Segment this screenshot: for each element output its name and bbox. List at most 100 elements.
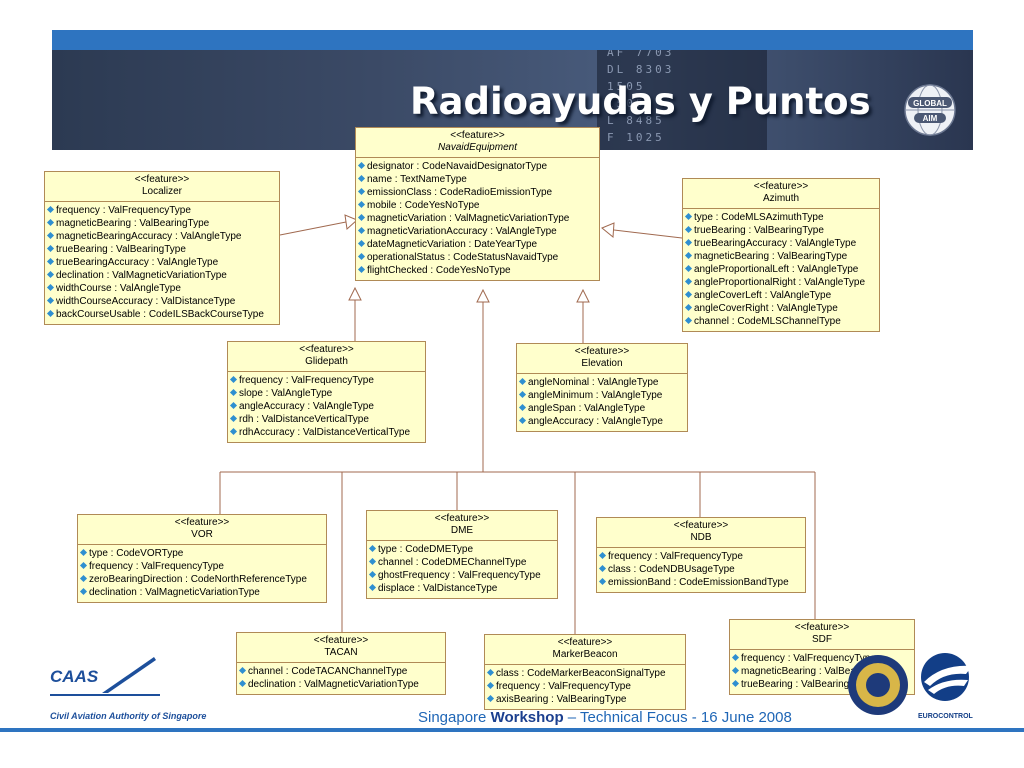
attribute-list: angleNominal : ValAngleType angleMinimum… bbox=[517, 374, 687, 431]
class-localizer: <<feature>>Localizer frequency : ValFreq… bbox=[44, 171, 280, 325]
class-header: <<feature>>DME bbox=[367, 511, 557, 541]
eurocontrol-logo-icon bbox=[921, 653, 972, 701]
attribute-text: angleProportionalRight : ValAngleType bbox=[694, 277, 866, 288]
attribute-item: frequency : ValFrequencyType bbox=[598, 550, 803, 563]
attribute-diamond-icon bbox=[684, 304, 693, 312]
attribute-list: type : CodeDMEType channel : CodeDMEChan… bbox=[367, 541, 557, 598]
attribute-diamond-icon bbox=[368, 545, 377, 553]
attribute-diamond-icon bbox=[684, 291, 693, 299]
attribute-text: operationalStatus : CodeStatusNavaidType bbox=[367, 252, 559, 263]
class-stereotype: <<feature>> bbox=[574, 346, 630, 357]
attribute-text: name : TextNameType bbox=[367, 174, 467, 185]
attribute-item: frequency : ValFrequencyType bbox=[79, 560, 324, 573]
attribute-item: dateMagneticVariation : DateYearType bbox=[357, 238, 597, 251]
attribute-item: channel : CodeDMEChannelType bbox=[368, 556, 555, 569]
attribute-text: angleSpan : ValAngleType bbox=[528, 403, 646, 414]
class-header: <<feature>>VOR bbox=[78, 515, 326, 545]
class-stereotype: <<feature>> bbox=[134, 174, 190, 185]
attribute-item: channel : CodeMLSChannelType bbox=[684, 315, 877, 328]
attribute-item: slope : ValAngleType bbox=[229, 387, 423, 400]
attribute-item: class : CodeMarkerBeaconSignalType bbox=[486, 667, 683, 680]
attribute-diamond-icon bbox=[486, 669, 495, 677]
attribute-item: frequency : ValFrequencyType bbox=[229, 374, 423, 387]
attribute-text: zeroBearingDirection : CodeNorthReferenc… bbox=[89, 574, 307, 585]
faa-seal-icon bbox=[848, 655, 908, 715]
attribute-text: trueBearingAccuracy : ValAngleType bbox=[56, 257, 219, 268]
attribute-diamond-icon bbox=[357, 201, 366, 209]
class-elevation: <<feature>>Elevation angleNominal : ValA… bbox=[516, 343, 688, 432]
class-header: <<feature>>TACAN bbox=[237, 633, 445, 663]
class-name: MarkerBeacon bbox=[552, 649, 618, 660]
class-tacan: <<feature>>TACAN channel : CodeTACANChan… bbox=[236, 632, 446, 695]
attribute-text: angleMinimum : ValAngleType bbox=[528, 390, 663, 401]
class-stereotype: <<feature>> bbox=[174, 517, 230, 528]
class-name: Localizer bbox=[141, 186, 183, 197]
attribute-item: widthCourseAccuracy : ValDistanceType bbox=[46, 295, 277, 308]
attribute-item: declination : ValMagneticVariationType bbox=[79, 586, 324, 599]
attribute-text: angleNominal : ValAngleType bbox=[528, 377, 659, 388]
class-header: <<feature>>Localizer bbox=[45, 172, 279, 202]
class-header: <<feature>>Glidepath bbox=[228, 342, 425, 372]
attribute-item: operationalStatus : CodeStatusNavaidType bbox=[357, 251, 597, 264]
attribute-diamond-icon bbox=[518, 391, 527, 399]
attribute-item: magneticVariation : ValMagneticVariation… bbox=[357, 212, 597, 225]
attribute-item: flightChecked : CodeYesNoType bbox=[357, 264, 597, 277]
inheritance-arrow-icon bbox=[348, 286, 362, 301]
attribute-diamond-icon bbox=[598, 552, 607, 560]
class-header: <<feature>>Azimuth bbox=[683, 179, 879, 209]
page-title: Radioayudas y Puntos bbox=[410, 80, 871, 123]
attribute-text: frequency : ValFrequencyType bbox=[741, 653, 876, 664]
attribute-diamond-icon bbox=[518, 404, 527, 412]
attribute-list: type : CodeMLSAzimuthType trueBearing : … bbox=[683, 209, 879, 331]
attribute-diamond-icon bbox=[368, 571, 377, 579]
attribute-text: widthCourse : ValAngleType bbox=[56, 283, 181, 294]
attribute-diamond-icon bbox=[229, 402, 238, 410]
attribute-list: frequency : ValFrequencyType class : Cod… bbox=[597, 548, 805, 592]
class-stereotype: <<feature>> bbox=[299, 344, 354, 355]
attribute-diamond-icon bbox=[46, 284, 55, 292]
attribute-item: name : TextNameType bbox=[357, 173, 597, 186]
attribute-text: magneticVariationAccuracy : ValAngleType bbox=[367, 226, 557, 237]
class-stereotype: <<feature>> bbox=[753, 181, 809, 192]
attribute-text: angleAccuracy : ValAngleType bbox=[239, 401, 374, 412]
attribute-item: declination : ValMagneticVariationType bbox=[46, 269, 277, 282]
footer-bottom-line bbox=[0, 728, 1024, 732]
class-name: NavaidEquipment bbox=[438, 142, 517, 153]
departure-board-line: DL 8303 bbox=[607, 63, 675, 76]
class-stereotype: <<feature>> bbox=[313, 635, 369, 646]
class-name: Elevation bbox=[581, 358, 623, 369]
class-name: Glidepath bbox=[305, 356, 348, 367]
attribute-text: angleAccuracy : ValAngleType bbox=[528, 416, 663, 427]
attribute-item: angleMinimum : ValAngleType bbox=[518, 389, 685, 402]
departure-board-line: 1505 bbox=[607, 97, 646, 110]
attribute-item: rdh : ValDistanceVerticalType bbox=[229, 413, 423, 426]
attribute-text: type : CodeVORType bbox=[89, 548, 184, 559]
attribute-item: trueBearing : ValBearingType bbox=[731, 678, 912, 691]
attribute-diamond-icon bbox=[518, 378, 527, 386]
attribute-list: designator : CodeNavaidDesignatorType na… bbox=[356, 158, 599, 280]
attribute-text: declination : ValMagneticVariationType bbox=[89, 587, 260, 598]
caas-logo: CAAS bbox=[50, 667, 99, 686]
attribute-diamond-icon bbox=[357, 214, 366, 222]
attribute-diamond-icon bbox=[684, 317, 693, 325]
class-dme: <<feature>>DME type : CodeDMEType channe… bbox=[366, 510, 558, 599]
departure-board-line: L 8485 bbox=[607, 114, 665, 127]
attribute-text: magneticBearing : ValBearingType bbox=[56, 218, 210, 229]
attribute-text: class : CodeNDBUsageType bbox=[608, 564, 735, 575]
attribute-diamond-icon bbox=[46, 245, 55, 253]
inheritance-arrow-icon bbox=[344, 214, 358, 230]
attribute-item: mobile : CodeYesNoType bbox=[357, 199, 597, 212]
global-aim-logo-icon: GLOBAL AIM bbox=[904, 84, 956, 136]
attribute-item: trueBearing : ValBearingType bbox=[684, 224, 877, 237]
attribute-item: channel : CodeTACANChannelType bbox=[238, 665, 443, 678]
attribute-diamond-icon bbox=[46, 297, 55, 305]
attribute-text: magneticVariation : ValMagneticVariation… bbox=[367, 213, 570, 224]
departure-board: AF 7703 DL 8303 1505 1505 L 8485 F 1025 bbox=[597, 50, 767, 150]
attribute-list: class : CodeMarkerBeaconSignalType frequ… bbox=[485, 665, 685, 709]
eurocontrol-logo-text: EUROCONTROL bbox=[918, 713, 973, 720]
class-name: VOR bbox=[191, 529, 213, 540]
inheritance-arrow-icon bbox=[576, 288, 590, 303]
attribute-text: magneticBearing : ValBearingType bbox=[741, 666, 895, 677]
attribute-text: slope : ValAngleType bbox=[239, 388, 333, 399]
attribute-text: backCourseUsable : CodeILSBackCourseType bbox=[56, 309, 264, 320]
